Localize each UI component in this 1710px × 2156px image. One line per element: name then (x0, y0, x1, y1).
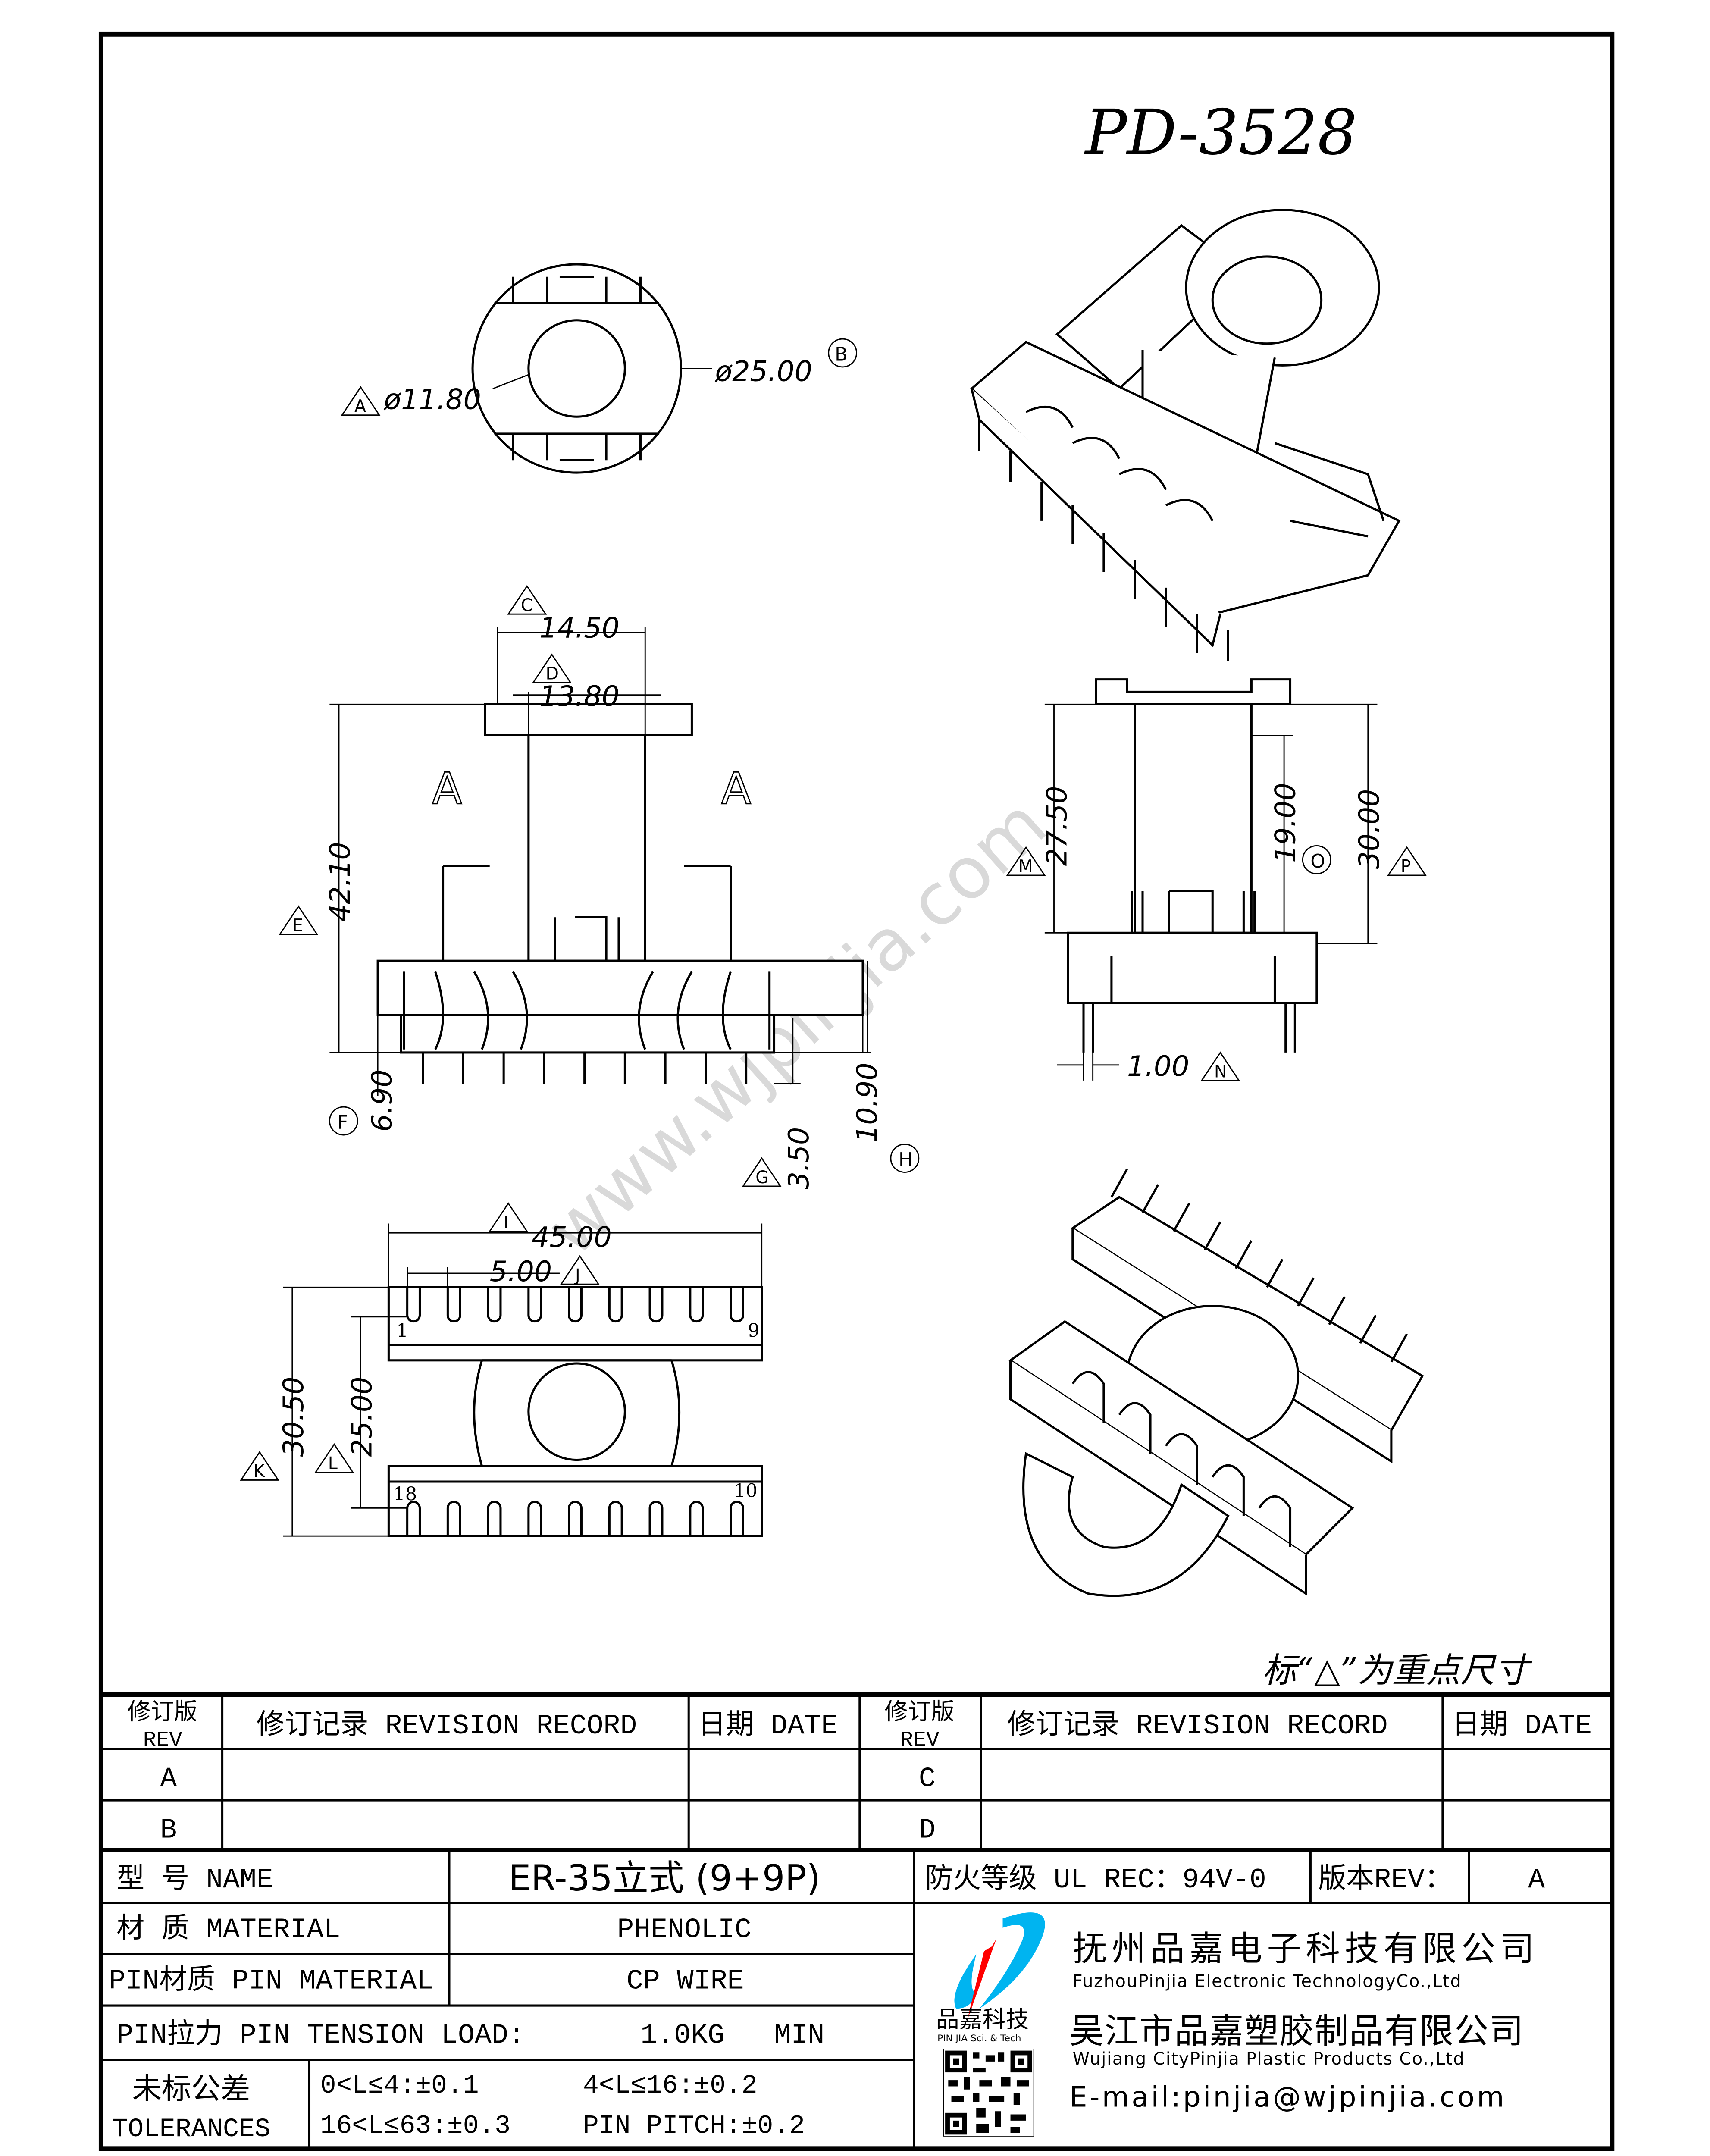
dim-45-00: 45.00 (532, 1222, 612, 1254)
text-drawing-markers-B: B (835, 344, 848, 365)
dim-inner-diameter: ø11.80 (384, 383, 481, 416)
key-dimension-note: 标“△”为重点尺寸 (1262, 1650, 1533, 1690)
dim-25-00: 25.00 (346, 1377, 379, 1457)
dim-5-00: 5.00 (490, 1256, 552, 1288)
text-drawing-markers-O: O (1310, 851, 1325, 872)
text-title-block-fire-rating: 防火等级 UL REC：94V-0 (925, 1863, 1266, 1896)
dim-outer-diameter: ø25.00 (715, 355, 812, 388)
front-view: A A C 14.50 D 13.80 42.10 E 6.90 F 3.50 … (279, 585, 920, 1189)
text-title-block-tol-1: 0<L≤4:±0.1 (320, 2071, 479, 2101)
text-revision-table-record-header: 修订记录 REVISION RECORD (1007, 1710, 1387, 1742)
text-title-block-material-label: 材 质 MATERIAL (116, 1913, 340, 1946)
dim-10-90: 10.90 (851, 1062, 883, 1143)
text-title-block-tolerance-label-cn: 未标公差 (132, 2071, 250, 2106)
text-drawing-markers-D: D (546, 664, 559, 684)
pin-number-9: 9 (748, 1320, 760, 1342)
dim-19-00: 19.00 (1269, 783, 1302, 863)
revision-table: 修订版 REV 修订记录 REVISION RECORD 日期 DATE 修订版… (101, 1692, 1612, 1852)
dim-3-50: 3.50 (783, 1127, 815, 1189)
rev-row-a: A (160, 1764, 177, 1795)
text-title-block-name-label: 型 号 NAME (116, 1864, 273, 1896)
text-title-block-tol-2: 4<L≤16:±0.2 (583, 2071, 758, 2101)
part-number-title: PD-3528 (1084, 97, 1357, 169)
company-name-2-cn: 吴江市品嘉塑胶制品有限公司 (1070, 2011, 1525, 2051)
rev-row-d: D (919, 1815, 936, 1846)
dim-27-50: 27.50 (1041, 786, 1073, 866)
text-revision-table-rev-header-en: REV (900, 1728, 940, 1753)
company-name-1-en: FuzhouPinjia Electronic TechnologyCo.,Lt… (1073, 1971, 1462, 1991)
text-revision-table-rev-header-cn: 修订版 (128, 1698, 197, 1725)
company-email: E-mail:pinjia@wjpinjia.com (1070, 2081, 1506, 2113)
text-drawing-markers-J: J (574, 1266, 580, 1285)
text-revision-table-date-header: 日期 DATE (698, 1710, 838, 1742)
qr-code (943, 2049, 1034, 2137)
dim-13-80: 13.80 (539, 680, 620, 713)
product-name: ER-35立式 (9+9P) (508, 1857, 821, 1899)
text-revision-table-record-header: 修订记录 REVISION RECORD (257, 1710, 637, 1742)
text-title-block-tension-label: PIN拉力 PIN TENSION LOAD: (116, 2019, 525, 2052)
dim-1-00: 1.00 (1127, 1050, 1189, 1083)
text-drawing-markers-F: F (337, 1112, 348, 1134)
bottom-view: 1 9 18 10 I 45.00 5.00 J 30.50 K 25.00 L (240, 1202, 763, 1537)
text-title-block-tolerance-label-en: TOLERANCES (112, 2115, 271, 2144)
text-drawing-markers-N: N (1214, 1062, 1227, 1082)
company-info: 品嘉科技 PIN JIA Sci. & Tech 抚州品嘉电子科技有限公司 Fu… (936, 1912, 1539, 2137)
dim-30-00: 30.00 (1353, 789, 1386, 869)
pin-number-1: 1 (396, 1320, 408, 1342)
text-title-block-pin-material-label: PIN材质 PIN MATERIAL (109, 1965, 433, 1997)
section-label-right: A (721, 763, 751, 814)
text-company-logo-text-en: PIN JIA Sci. & Tech (937, 2033, 1021, 2044)
rev-row-c: C (919, 1764, 936, 1795)
company-name-1-cn: 抚州品嘉电子科技有限公司 (1073, 1929, 1539, 1969)
isometric-view-bottom (1008, 1169, 1424, 1597)
text-revision-table-date-header: 日期 DATE (1452, 1710, 1591, 1742)
top-view: A ø11.80 ø25.00 B (341, 263, 858, 474)
text-drawing-markers-G: G (755, 1168, 769, 1188)
text-drawing-markers-A: A (354, 396, 366, 416)
text-drawing-markers-M: M (1018, 857, 1033, 877)
drawing-border (98, 31, 1615, 2151)
pin-number-10: 10 (734, 1480, 758, 1502)
text-drawing-markers-C: C (521, 595, 533, 615)
text-drawing-markers-K: K (254, 1461, 265, 1481)
dim-14-50: 14.50 (539, 612, 620, 644)
text-company-logo-text-cn: 品嘉科技 (936, 2006, 1029, 2033)
material-value: PHENOLIC (617, 1914, 751, 1946)
text-title-block-tension-unit: MIN (774, 2020, 825, 2052)
text-drawing-markers-E: E (292, 916, 303, 936)
section-label-left: A (432, 763, 462, 814)
text-drawing-markers-P: P (1401, 857, 1411, 877)
company-name-2-en: Wujiang CityPinjia Plastic Products Co.,… (1073, 2049, 1465, 2069)
text-drawing-markers-H: H (899, 1149, 913, 1171)
dim-6-90: 6.90 (366, 1069, 399, 1131)
version-value: A (1528, 1865, 1545, 1896)
text-title-block-tol-4: PIN PITCH:±0.2 (583, 2112, 805, 2141)
company-logo (954, 1912, 1045, 2009)
title-block: 型 号 NAME ER-35立式 (9+9P) 防火等级 UL REC：94V-… (101, 1850, 1612, 2149)
text-revision-table-rev-header-cn: 修订版 (885, 1698, 955, 1725)
rev-row-b: B (160, 1815, 177, 1846)
dim-42-10: 42.10 (324, 842, 357, 922)
text-title-block-tol-3: 16<L≤63:±0.3 (320, 2112, 510, 2141)
pin-material-value: CP WIRE (626, 1965, 744, 1997)
isometric-view-top (970, 209, 1401, 661)
text-drawing-markers-I: I (504, 1213, 509, 1232)
text-revision-table-rev-header-en: REV (143, 1728, 183, 1753)
tension-value: 1.0KG (640, 2020, 724, 2052)
text-title-block-version-label: 版本REV： (1318, 1864, 1452, 1896)
text-drawing-markers-L: L (328, 1454, 338, 1473)
side-view: 27.50 M 19.00 O 30.00 P 1.00 N (1006, 678, 1427, 1083)
key-dim-marker-a (341, 386, 381, 416)
pin-number-18: 18 (393, 1483, 417, 1505)
dim-30-50: 30.50 (278, 1377, 310, 1457)
